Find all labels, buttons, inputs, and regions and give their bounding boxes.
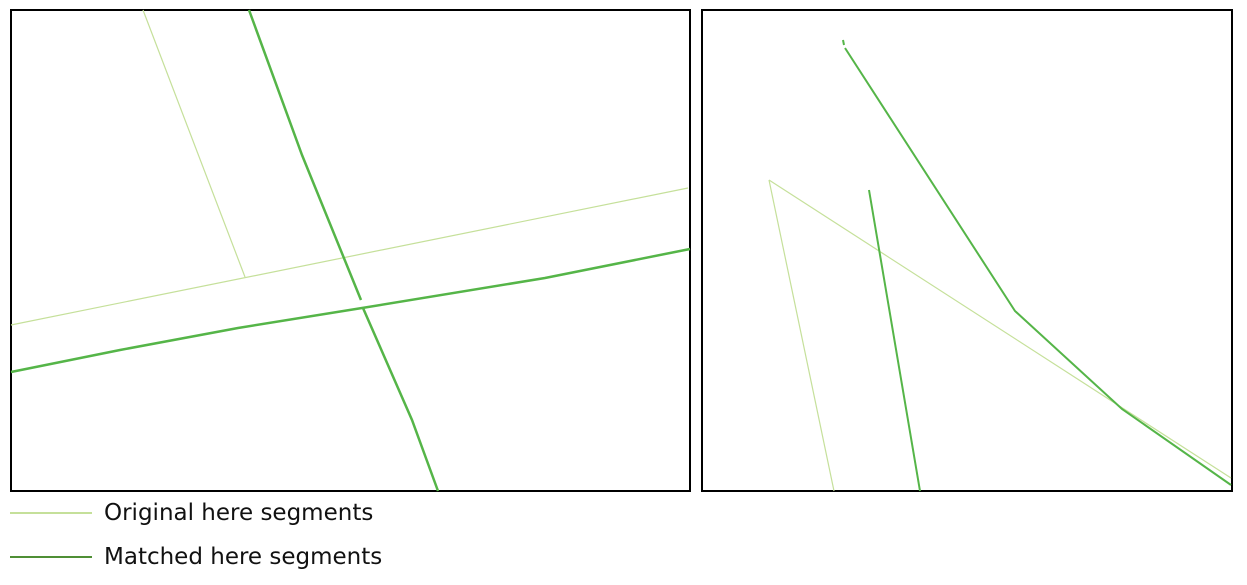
- original-segment: [142, 9, 246, 278]
- matched-segment: [10, 247, 691, 374]
- left-panel-frame: [10, 9, 691, 492]
- matched-segment: [842, 39, 845, 46]
- legend-original-swatch: [10, 512, 92, 514]
- original-segment: [10, 187, 689, 326]
- original-segment: [768, 179, 1232, 479]
- matched-segment: [868, 189, 921, 492]
- left-panel: [10, 9, 691, 492]
- legend-original-label: Original here segments: [104, 500, 374, 526]
- legend-matched: Matched here segments: [10, 543, 382, 571]
- legend-original: Original here segments: [10, 499, 373, 527]
- legend-matched-swatch: [10, 556, 92, 558]
- right-panel: [701, 9, 1233, 492]
- original-segment: [768, 179, 835, 492]
- right-panel-frame: [701, 9, 1233, 492]
- matched-segment: [844, 47, 1232, 486]
- legend-matched-label: Matched here segments: [104, 544, 383, 570]
- matched-segment: [247, 9, 363, 301]
- matched-segment: [361, 307, 440, 492]
